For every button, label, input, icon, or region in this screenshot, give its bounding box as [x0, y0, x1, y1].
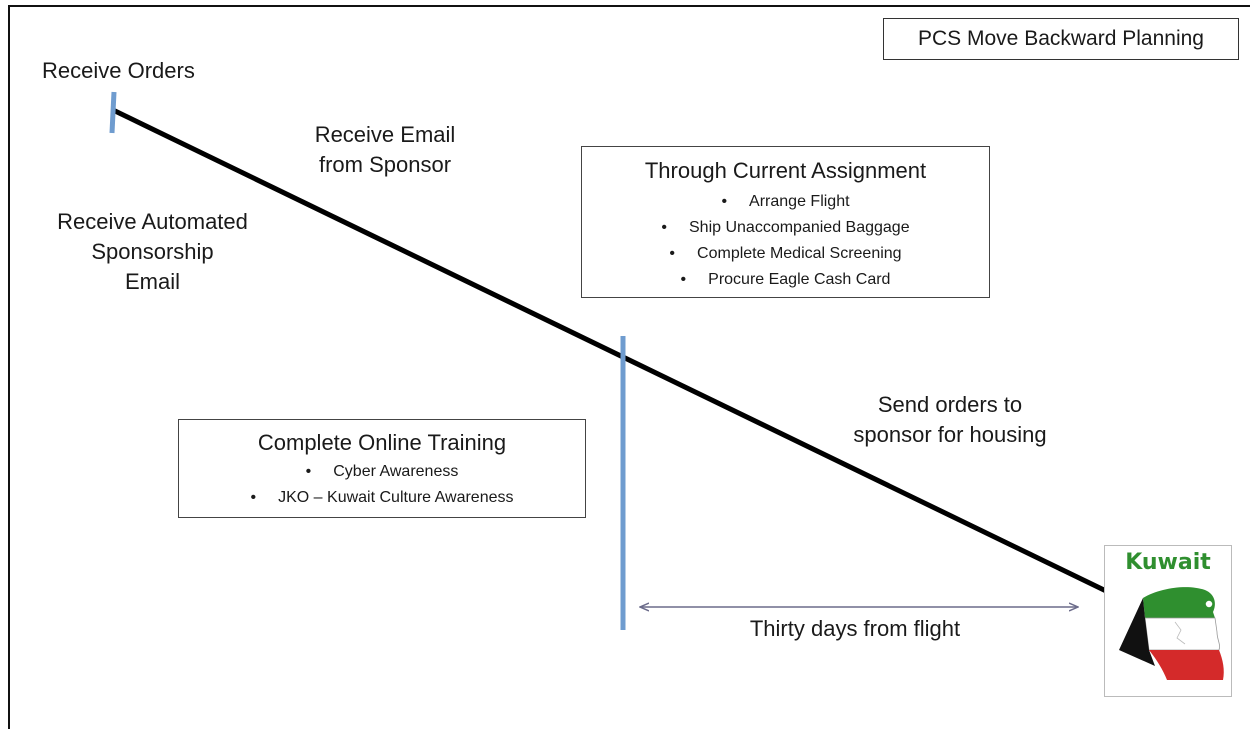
receive-email-label: Receive Email from Sponsor — [300, 120, 470, 180]
start-marker — [109, 91, 117, 134]
frame-top-border — [8, 5, 1250, 7]
kuwait-logo: Kuwait — [1104, 545, 1232, 697]
list-item: Arrange Flight — [582, 189, 989, 215]
automated-sponsorship-label: Receive Automated Sponsorship Email — [30, 207, 275, 297]
current-assignment-title: Through Current Assignment — [644, 158, 927, 183]
current-assignment-list: Arrange Flight Ship Unaccompanied Baggag… — [582, 189, 989, 293]
automated-line1: Receive Automated — [57, 209, 248, 234]
kuwait-logo-text: Kuwait — [1125, 550, 1211, 575]
automated-line3: Email — [124, 269, 180, 294]
send-orders-line1: Send orders to — [877, 392, 1023, 417]
diagram-title: PCS Move Backward Planning — [883, 18, 1239, 60]
automated-line2: Sponsorship — [91, 239, 214, 264]
list-item: Procure Eagle Cash Card — [582, 267, 989, 293]
send-orders-label: Send orders to sponsor for housing — [840, 390, 1060, 450]
send-orders-line2: sponsor for housing — [853, 422, 1047, 447]
online-training-list: Cyber Awareness JKO – Kuwait Culture Awa… — [179, 459, 585, 511]
receive-orders-label: Receive Orders — [42, 58, 195, 83]
kuwait-map-flag-icon — [1119, 587, 1224, 680]
list-item: Complete Medical Screening — [582, 241, 989, 267]
frame-left-border — [8, 5, 10, 729]
list-item: Ship Unaccompanied Baggage — [582, 215, 989, 241]
receive-email-line2: from Sponsor — [318, 152, 452, 177]
list-item: Cyber Awareness — [179, 459, 585, 485]
list-item: JKO – Kuwait Culture Awareness — [179, 485, 585, 511]
current-assignment-box: Through Current Assignment Arrange Fligh… — [581, 146, 990, 298]
online-training-title: Complete Online Training — [257, 430, 507, 455]
receive-email-line1: Receive Email — [314, 122, 456, 147]
thirty-days-label: Thirty days from flight — [749, 616, 961, 641]
online-training-box: Complete Online Training Cyber Awareness… — [178, 419, 586, 518]
